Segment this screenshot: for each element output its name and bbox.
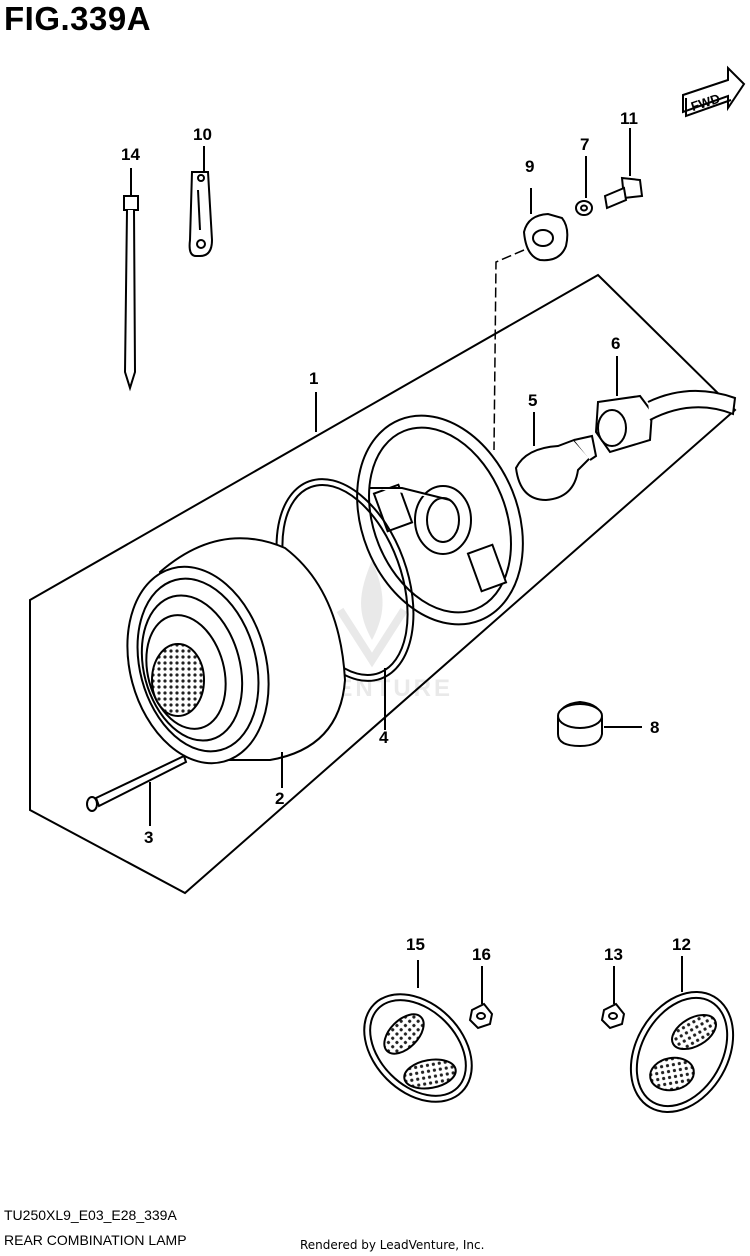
assembly-box xyxy=(29,273,737,895)
cushion xyxy=(557,700,642,748)
callouts: 1 2 3 4 5 6 7 8 9 10 11 12 13 14 15 16 xyxy=(121,109,691,964)
callout-9: 9 xyxy=(525,157,534,176)
callout-6: 6 xyxy=(611,334,620,353)
reflector-left xyxy=(363,960,473,1103)
fwd-arrow-icon: FWD xyxy=(682,65,746,118)
callout-1: 1 xyxy=(309,369,318,388)
callout-4: 4 xyxy=(379,728,389,747)
callout-3: 3 xyxy=(144,828,153,847)
callout-15: 15 xyxy=(406,935,425,954)
callout-7: 7 xyxy=(580,135,589,154)
cable-tie xyxy=(123,168,139,392)
callout-5: 5 xyxy=(528,391,537,410)
socket xyxy=(594,356,737,454)
callout-13: 13 xyxy=(604,945,623,964)
reflector-right xyxy=(629,956,735,1114)
housing-base xyxy=(356,414,524,626)
callout-14: 14 xyxy=(121,145,140,164)
callout-8: 8 xyxy=(650,718,659,737)
clamp xyxy=(188,146,214,257)
callout-11: 11 xyxy=(620,109,638,128)
figure-title: FIG.339A xyxy=(4,0,152,37)
callout-2: 2 xyxy=(275,789,284,808)
callout-16: 16 xyxy=(472,945,491,964)
bolt xyxy=(603,128,644,210)
callout-12: 12 xyxy=(672,935,691,954)
screw xyxy=(86,754,188,826)
lens xyxy=(126,537,347,788)
part-name: REAR COMBINATION LAMP xyxy=(4,1232,187,1248)
rendered-by-credit: Rendered by LeadVenture, Inc. xyxy=(300,1238,485,1252)
nut-right xyxy=(600,966,626,1030)
model-code: TU250XL9_E03_E28_339A xyxy=(4,1207,177,1223)
nut-left xyxy=(468,966,494,1030)
callout-10: 10 xyxy=(193,125,212,144)
assembly-line xyxy=(493,249,525,451)
bulb xyxy=(514,412,598,502)
grommet xyxy=(522,188,569,262)
washer xyxy=(575,156,593,216)
